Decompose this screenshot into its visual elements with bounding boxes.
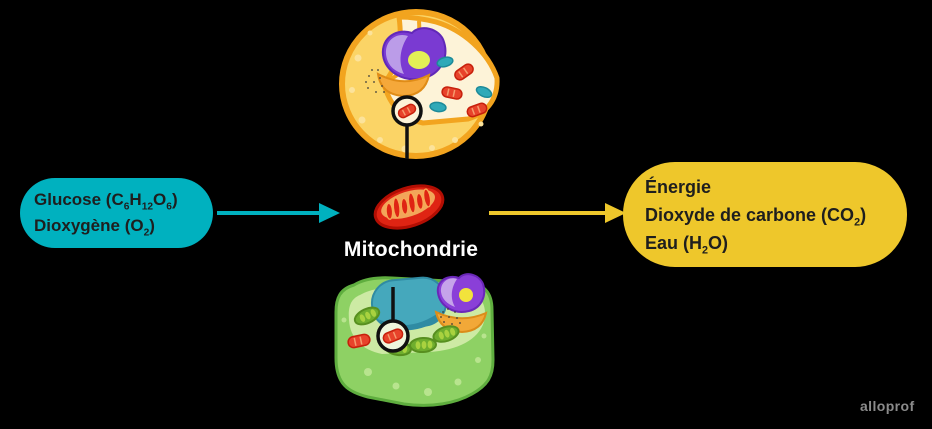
- reactants-arrow: [217, 203, 340, 223]
- animal-cell-highlighted-mitochondrion: [397, 103, 417, 119]
- reactants-box: Glucose (C6H12O6) Dioxygène (O2): [20, 178, 213, 248]
- box-text-line: Dioxyde de carbone (CO2): [645, 204, 867, 229]
- animal-cell-illustration: [339, 9, 500, 159]
- mitochondrion-cristae: [385, 188, 432, 220]
- mitochondrion-illustration: [373, 184, 445, 230]
- box-text-line: Énergie: [645, 176, 712, 197]
- animal-cell-golgi: [365, 69, 431, 98]
- box-text-line: Dioxygène (O2): [34, 216, 155, 239]
- plant-cell-illustration: [334, 273, 495, 407]
- plant-cell-wall-dots: [341, 317, 487, 396]
- box-text-line: Eau (H2O): [645, 232, 729, 257]
- animal-cell-mitochondria: [441, 63, 488, 118]
- products-arrow: [489, 203, 626, 223]
- alloprof-logo: alloprof: [860, 398, 915, 414]
- plant-cell-mitochondrion: [347, 333, 371, 349]
- animal-cell-membrane-dots: [349, 30, 484, 153]
- plant-cell-nucleus: [436, 273, 486, 313]
- mitochondrion-label: Mitochondrie: [343, 238, 479, 261]
- animal-cell-nucleus: [381, 27, 447, 81]
- animal-cell-vesicles: [429, 56, 493, 113]
- plant-cell-highlighted-mitochondrion: [382, 328, 404, 344]
- box-text-line: Glucose (C6H12O6): [34, 190, 178, 213]
